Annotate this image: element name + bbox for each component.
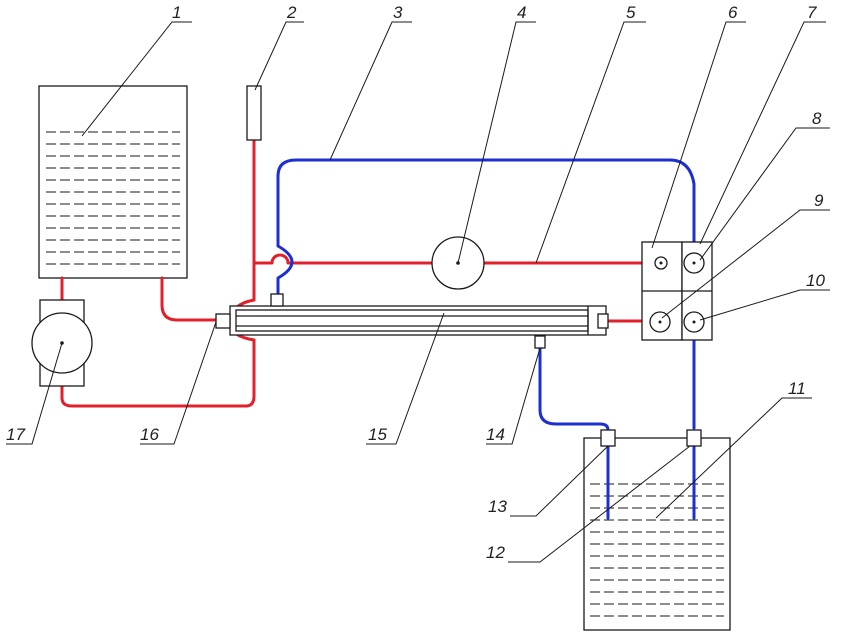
- leader-lines: [6, 21, 830, 563]
- inlet-fitting-16: [215, 313, 231, 329]
- label-13: 13: [488, 497, 507, 516]
- pressure-lines: [60, 138, 654, 408]
- label-8: 8: [812, 109, 822, 128]
- tank-11: [583, 437, 731, 631]
- label-5: 5: [626, 3, 636, 22]
- outlet-fitting: [597, 313, 609, 329]
- label-2: 2: [286, 3, 297, 22]
- valve-block: [641, 241, 713, 341]
- pump-17: [31, 299, 93, 387]
- label-12: 12: [486, 543, 505, 562]
- fitting-12: [686, 429, 702, 447]
- label-17: 17: [6, 425, 25, 444]
- label-15: 15: [368, 425, 387, 444]
- tank-1: [38, 85, 188, 279]
- label-9: 9: [814, 191, 824, 210]
- top-fitting: [270, 293, 284, 307]
- label-3: 3: [393, 3, 403, 22]
- label-1: 1: [172, 3, 181, 22]
- label-16: 16: [140, 425, 159, 444]
- label-10: 10: [806, 271, 825, 290]
- tube-15: [215, 293, 609, 349]
- label-14: 14: [486, 425, 505, 444]
- label-11: 11: [788, 379, 806, 398]
- fitting-13: [600, 429, 616, 447]
- fitting-14: [534, 335, 546, 349]
- label-6: 6: [728, 3, 738, 22]
- gauge-2: [246, 85, 262, 141]
- part-labels: 1 2 3 4 5 6 7 8 9 10 11 12 13 14 15 16 1…: [6, 3, 825, 562]
- label-4: 4: [517, 3, 526, 22]
- label-7: 7: [807, 3, 817, 22]
